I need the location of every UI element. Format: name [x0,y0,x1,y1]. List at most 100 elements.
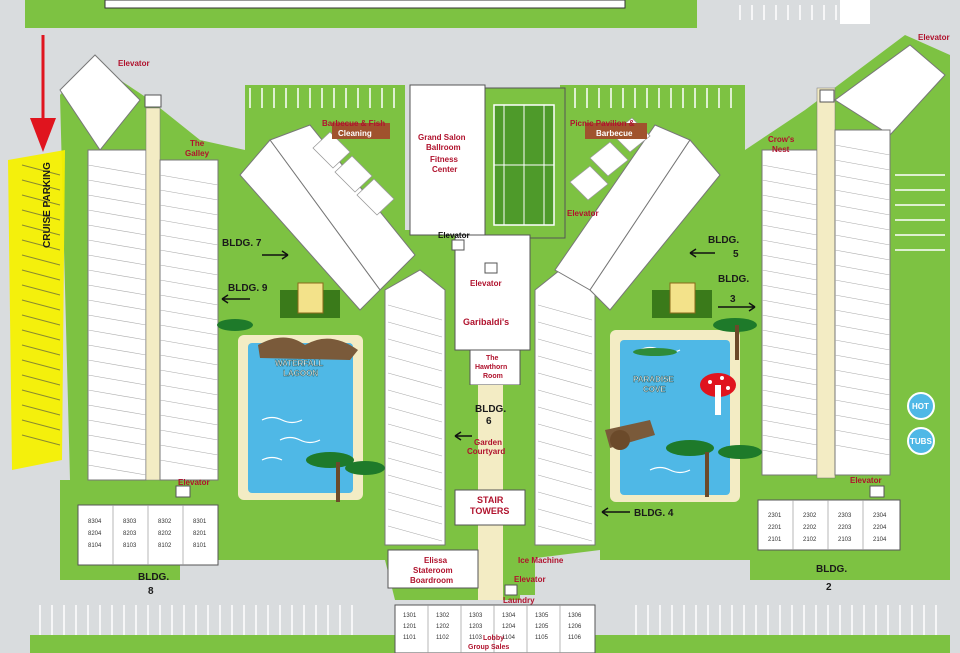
room-number: 2202 [803,525,817,531]
garden-courtyard-label-1: Garden [474,438,502,447]
center-building [409,84,566,600]
bldg6-label-2: 6 [486,416,492,427]
room-number: 1101 [403,635,417,641]
room-number: 8203 [123,531,137,537]
red-arrow-icon [30,35,56,152]
cruise-parking-area: CRUISE PARKING [8,150,65,470]
bldg8-label-1: BLDG. [138,572,169,583]
bldg3-label-1: BLDG. [718,274,749,285]
ice-machine-label: Ice Machine [518,556,564,565]
room-number: 8304 [88,519,102,525]
room-number: 1102 [436,635,450,641]
grand-salon-label-1: Grand Salon [418,133,466,142]
elevator-label-center: Elevator [470,279,502,288]
room-number: 2303 [838,513,852,519]
fitness-label-2: Center [432,165,457,174]
room-number: 8103 [123,543,137,549]
top-parking [249,5,837,108]
bldg2-label-2: 2 [826,582,832,593]
bldg3-wing [761,44,946,479]
bldg7-label: BLDG. 7 [222,238,262,249]
lobby-label-2: Group Sales [468,644,509,651]
elevator-label-bottom: Elevator [514,575,546,584]
paradise-cove-label-2: COVE [643,385,666,394]
waterfall-lagoon-label-1: WATERFALL [275,359,323,368]
room-number: 1104 [502,635,516,641]
room-number: 1302 [436,613,450,619]
elevator-label-center-top: Elevator [438,231,470,240]
elevator-label-se: Elevator [850,476,882,485]
room-number: 1306 [568,613,582,619]
elevator-label-ne-mid: Elevator [567,209,599,218]
galley-label-1: The [190,139,205,148]
garibaldis-label: Garibaldi's [463,317,509,327]
room-number: 1301 [403,613,417,619]
waterfall-lagoon-label-2: LAGOON [283,369,318,378]
garden-courtyard-label-2: Courtyard [467,447,505,456]
hot-tubs [907,392,935,455]
room-number: 1202 [436,624,450,630]
hot-label: HOT [912,402,929,411]
room-number: 2302 [803,513,817,519]
room-number: 8104 [88,543,102,549]
fitness-label-1: Fitness [430,155,459,164]
room-number: 1204 [502,624,516,630]
room-number: 1304 [502,613,516,619]
paradise-cove [605,330,740,502]
room-number: 8303 [123,519,137,525]
room-number: 8204 [88,531,102,537]
elevator-label-nw: Elevator [118,59,150,68]
palm-tree-icon [217,318,762,502]
grand-salon-label-2: Ballroom [426,143,461,152]
bldg5-label: BLDG. [708,235,739,246]
room-number: 2304 [873,513,887,519]
room-number: 1105 [535,635,549,641]
elevator-label-ne: Elevator [918,33,950,42]
bottom-parking [39,605,937,650]
tubs-label: TUBS [910,437,932,446]
laundry-label: Laundry [503,596,535,605]
barbecue-label-1: Barbecue & Fish [322,119,385,128]
picnic-label-1: Picnic Pavilion & [570,119,635,128]
barbecue-label-2: Cleaning [338,129,372,138]
bldg9-wing [59,54,219,481]
bldg6-label-1: BLDG. [475,404,506,415]
bldg4-label: BLDG. 4 [634,508,674,519]
room-number: 2204 [873,525,887,531]
room-number: 8102 [158,543,172,549]
hawthorn-label-2: Hawthorn [475,364,507,371]
elissa-label-3: Boardroom [410,576,453,585]
picnic-label-2: Barbecue [596,129,633,138]
stair-towers-label-2: TOWERS [470,506,509,516]
stair-towers-label-1: STAIR [477,495,504,505]
room-number: 1203 [469,624,483,630]
room-number: 2301 [768,513,782,519]
bldg6-wings [384,269,596,546]
room-number: 2102 [803,537,817,543]
crows-nest-label-1: Crow's [768,135,795,144]
room-number: 2201 [768,525,782,531]
room-number: 2103 [838,537,852,543]
room-number: 2101 [768,537,782,543]
bldg2-label-1: BLDG. [816,564,847,575]
elissa-label-1: Elissa [424,556,448,565]
elissa-label-2: Stateroom [413,566,453,575]
hawthorn-label-3: Room [483,373,503,380]
bldg2-block: 2301 2302 2303 2304 2201 2202 2203 2204 2101 2102… [757,499,901,551]
bldg9-label: BLDG. 9 [228,283,268,294]
room-number: 8201 [193,531,207,537]
room-number: 2203 [838,525,852,531]
bldg3-label-2: 3 [730,294,736,305]
room-number: 1103 [469,635,483,641]
elevator-label-sw: Elevator [178,478,210,487]
room-number: 1206 [568,624,582,630]
galley-label-2: Galley [185,149,210,158]
room-number: 1205 [535,624,549,630]
gazebo-icon [280,282,712,318]
lobby-label-1: Lobby [483,635,504,642]
room-number: 8301 [193,519,207,525]
bldg8-label-2: 8 [148,586,154,597]
